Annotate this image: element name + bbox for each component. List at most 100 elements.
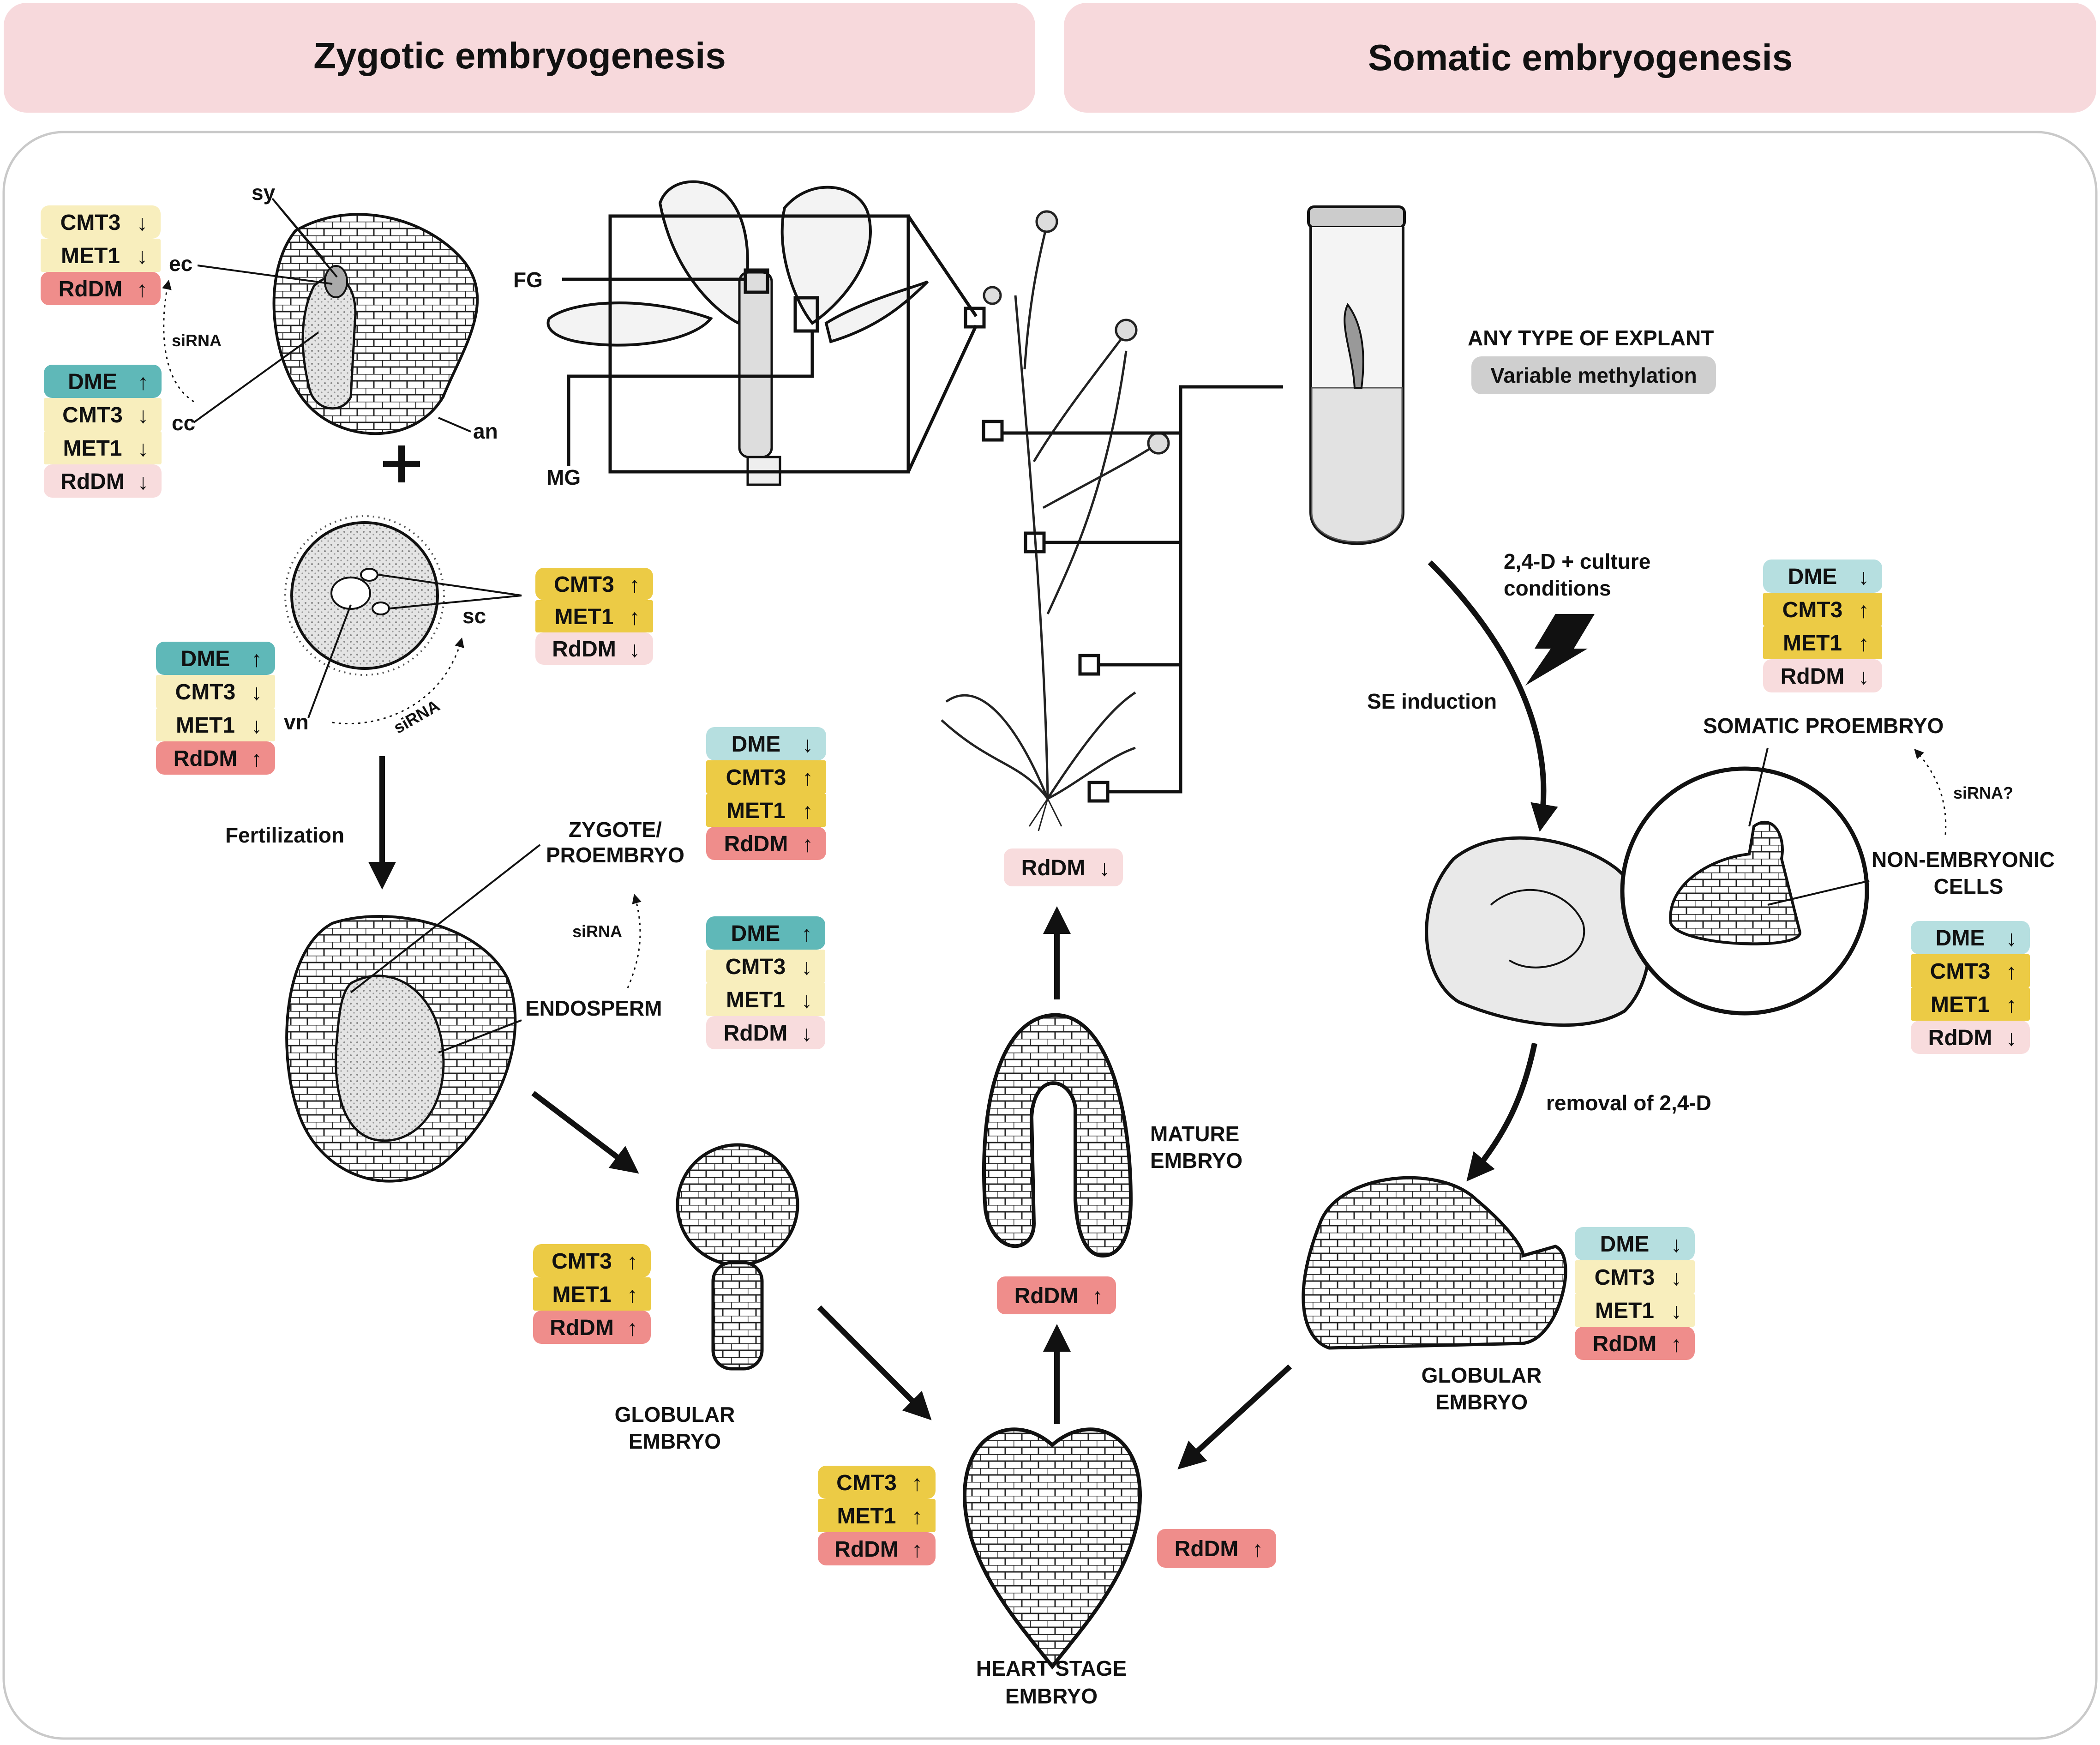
arrow-to-globular [531,1091,639,1174]
arrow-down-icon: ↓ [1671,1299,1682,1324]
arrow-down-icon: ↓ [801,988,812,1013]
marker-group-non-embryonic: DME↓CMT3↑MET1↑RdDM↓ [1911,921,2030,1054]
sirna-arrow-somatic [1914,748,1947,835]
marker-label-dme: DME [181,647,230,671]
marker-pill-met1 [156,708,275,741]
marker-pill-rddm [818,1532,936,1565]
marker-label-rddm: RdDM [1175,1537,1239,1561]
arrow-removal-2-4-d [1466,1042,1537,1182]
fertilized-ovule-illustration [285,915,517,1183]
arabidopsis-plant-illustration [941,210,1170,831]
marker-group-heart-somatic: RdDM ↑ [1157,1529,1276,1568]
explant-leads [1002,385,1283,794]
marker-pill-rddm [1157,1529,1276,1568]
label-sirna-top: siRNA [172,331,222,350]
marker-group-heart-zygotic: CMT3↑MET1↑RdDM↑ [818,1466,936,1565]
variable-methylation-pill [1471,356,1716,394]
marker-pill-rddm [156,741,275,775]
marker-pill-dme [706,727,826,760]
label-cc: cc [172,411,195,435]
marker-pill-met1 [818,1499,936,1532]
arrow-up-icon: ↑ [802,832,813,857]
label-heart-1: HEART STAGE [976,1656,1127,1680]
arrow-up-icon: ↑ [1858,598,1869,623]
label-sirna-pollen: siRNA [390,696,443,737]
marker-label-cmt3: CMT3 [726,955,786,979]
marker-pill-cmt3 [41,205,161,239]
arrow-down-icon: ↓ [251,714,262,738]
ovule-illustration [272,213,479,435]
arrow-up-icon: ↑ [2006,993,2017,1017]
arrow-up-icon: ↑ [912,1471,923,1496]
marker-pill-rddm [1763,659,1882,692]
leader-ec [197,265,333,285]
arrow-up-icon: ↑ [1252,1537,1263,1562]
marker-label-met1: MET1 [726,988,785,1012]
marker-pill-dme [1575,1227,1695,1260]
label-heart-2: EMBRYO [1005,1684,1098,1708]
marker-label-met1: MET1 [837,1504,896,1528]
marker-pill-rddm [535,632,653,665]
lightning-icon [1525,614,1595,686]
label-globular-zygotic-1: GLOBULAR [615,1402,735,1426]
header-right-bar [1064,3,2096,113]
marker-label-rddm: RdDM [174,746,238,771]
marker-label-met1: MET1 [1783,631,1842,656]
arrow-se-induction [1428,560,1558,832]
label-zygote: ZYGOTE/ [569,818,662,842]
test-tube-illustration [1307,205,1406,545]
marker-label-rddm: RdDM [834,1537,899,1562]
arrow-down-icon: ↓ [2006,927,2017,951]
label-ec: ec [169,252,192,276]
arrow-down-icon: ↓ [801,955,812,980]
marker-label-rddm: RdDM [724,832,788,856]
marker-pill-dme [1911,921,2030,954]
fg-box [744,268,769,294]
label-sirna-endosperm: siRNA [572,922,622,941]
marker-pill-dme [44,365,162,398]
leader-nonembryonic [1767,880,1870,906]
leader-sc [378,574,522,609]
header-left-title: Zygotic embryogenesis [313,35,726,76]
arrow-up-icon: ↑ [627,1283,638,1307]
marker-group-zygote: DME↓CMT3↑MET1↑RdDM↑ [706,727,826,860]
marker-group-mature: RdDM↑ [997,1276,1116,1314]
marker-group-globular-zygotic: CMT3↑MET1↑RdDM↑ [533,1244,651,1344]
marker-label-met1: MET1 [61,244,120,268]
label-removal: removal of 2,4-D [1546,1091,1711,1115]
marker-pill-rddm [1004,848,1123,886]
marker-label-cmt3: CMT3 [554,572,614,597]
flower-illustration [546,180,929,486]
marker-pill-met1 [44,431,162,464]
label-sc: sc [462,604,486,628]
marker-pill-rddm [44,464,162,498]
arrow-up-icon: ↑ [2006,960,2017,984]
marker-label-cmt3: CMT3 [175,680,236,704]
marker-pill-met1 [533,1277,651,1311]
arrow-up-icon: ↑ [1092,1284,1103,1309]
leader-vn [307,604,352,718]
marker-pill-cmt3 [706,760,826,794]
label-se-induction: SE induction [1367,689,1497,713]
marker-pill-cmt3 [535,568,653,600]
header-left-bar [4,3,1035,113]
arrow-up-icon: ↑ [137,277,148,302]
marker-pill-rddm [1911,1021,2030,1054]
label-globular-zygotic-2: EMBRYO [629,1429,721,1453]
label-mg: MG [546,465,581,489]
marker-pill-dme [706,916,825,950]
arrow-down-icon: ↓ [137,244,148,269]
marker-group-somatic-proembryo: DME↓CMT3↑MET1↑RdDM↓ [1763,560,1882,692]
zygotic-globular-embryo-illustration [676,1143,799,1371]
plus-icon [383,445,420,482]
marker-pill-rddm [41,272,161,305]
marker-pill-cmt3 [44,398,162,431]
marker-group-vegetative-nucleus: DME↑CMT3↓MET1↓RdDM↑ [156,642,275,775]
marker-pill-cmt3 [818,1466,936,1499]
marker-pill-cmt3 [533,1244,651,1277]
marker-label-cmt3: CMT3 [552,1249,612,1274]
marker-label-cmt3: CMT3 [836,1471,897,1495]
label-globular-somatic-2: EMBRYO [1435,1390,1528,1414]
marker-label-met1: MET1 [1595,1299,1654,1323]
